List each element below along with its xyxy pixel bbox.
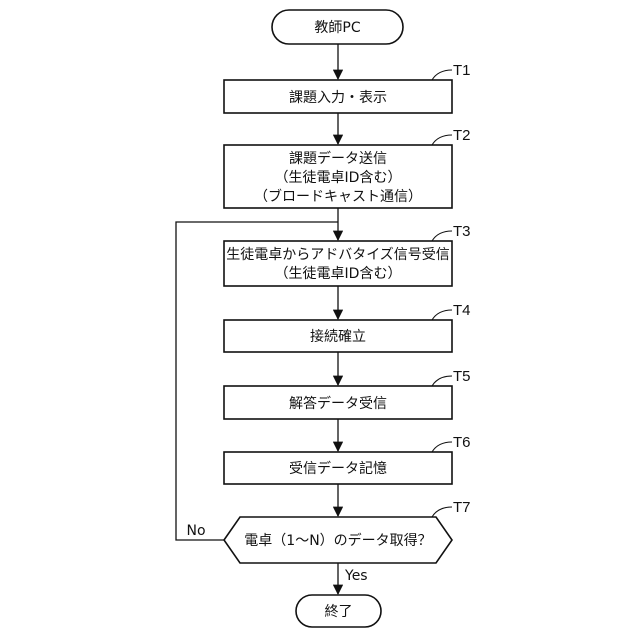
step-t2-leader — [432, 135, 452, 145]
step-t2-line-3: （ブロードキャスト通信） — [254, 188, 422, 205]
step-t1: 課題入力・表示 T1 — [224, 62, 471, 113]
step-t5-leader — [432, 376, 452, 386]
decision-t7-label: 電卓（1～N）のデータ取得？ — [244, 532, 431, 549]
step-t2-line-2: （生徒電卓ID含む） — [275, 170, 402, 186]
step-t4-id: T4 — [453, 302, 471, 319]
step-t1-leader — [432, 70, 452, 80]
step-t5: 解答データ受信 T5 — [224, 368, 471, 419]
start-label: 教師PC — [314, 20, 360, 36]
step-t1-id: T1 — [453, 62, 471, 79]
step-t3-leader — [432, 231, 452, 241]
step-t3-line-2: （生徒電卓ID含む） — [275, 266, 402, 282]
decision-no-label: No — [186, 523, 205, 539]
step-t5-label: 解答データ受信 — [289, 395, 387, 412]
step-t5-id: T5 — [453, 368, 471, 385]
step-t4-leader — [432, 310, 452, 320]
decision-yes-label: Yes — [344, 568, 368, 584]
step-t6-leader — [432, 442, 452, 452]
step-t1-label: 課題入力・表示 — [289, 90, 387, 106]
step-t6-id: T6 — [453, 434, 471, 451]
decision-t7: 電卓（1～N）のデータ取得？ T7 No Yes — [186, 499, 470, 584]
step-t6: 受信データ記憶 T6 — [224, 434, 471, 484]
step-t3: 生徒電卓からアドバタイズ信号受信 （生徒電卓ID含む） T3 — [224, 223, 471, 286]
step-t2-id: T2 — [453, 127, 471, 144]
step-t2: 課題データ送信 （生徒電卓ID含む） （ブロードキャスト通信） T2 — [224, 127, 471, 208]
start-terminal: 教師PC — [272, 10, 403, 44]
step-t3-id: T3 — [453, 223, 471, 240]
step-t6-label: 受信データ記憶 — [289, 460, 387, 477]
decision-t7-id: T7 — [453, 499, 471, 516]
step-t4: 接続確立 T4 — [224, 302, 471, 352]
end-label: 終了 — [325, 604, 353, 620]
step-t4-label: 接続確立 — [310, 328, 366, 345]
decision-t7-leader — [432, 507, 452, 517]
step-t3-line-1: 生徒電卓からアドバタイズ信号受信 — [226, 247, 450, 263]
end-terminal: 終了 — [296, 595, 381, 627]
step-t2-line-1: 課題データ送信 — [289, 150, 387, 167]
